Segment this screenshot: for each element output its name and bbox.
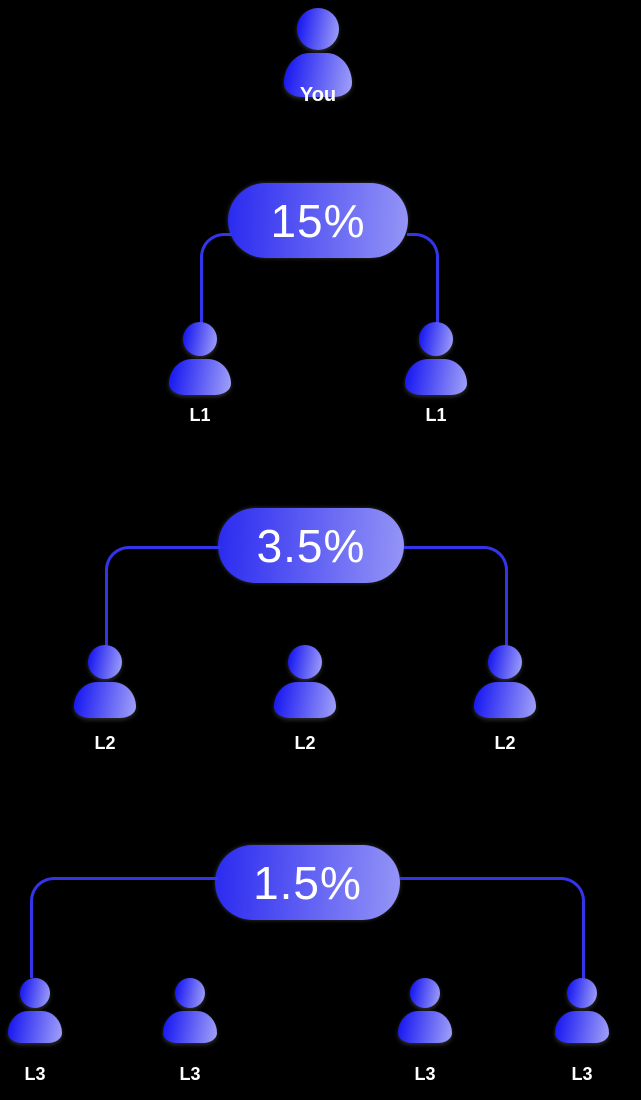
person-icon-l3-4 [555, 978, 609, 1043]
member-label-l3-4: L3 [571, 1064, 593, 1084]
person-icon-l2-3 [474, 645, 536, 718]
person-body [555, 1011, 609, 1043]
person-body [163, 1011, 217, 1043]
person-body [405, 359, 467, 395]
member-label-l3-1: L3 [24, 1064, 46, 1084]
person-body [74, 682, 136, 718]
root-label: You [299, 84, 337, 106]
person-head [419, 322, 453, 356]
person-head [20, 978, 50, 1008]
member-label-l3-3: L3 [414, 1064, 436, 1084]
member-label-l3-2: L3 [179, 1064, 201, 1084]
person-icon-l3-1 [8, 978, 62, 1043]
person-icon-l2-1 [74, 645, 136, 718]
person-head [297, 8, 339, 50]
person-icon-l3-3 [398, 978, 452, 1043]
member-label-l2-1: L2 [94, 733, 116, 753]
person-head [175, 978, 205, 1008]
commission-rate-level-2: 3.5% [256, 519, 366, 572]
member-label-l1-2: L1 [425, 405, 447, 425]
person-body [274, 682, 336, 718]
person-icon-l3-2 [163, 978, 217, 1043]
commission-rate-level-1: 15% [270, 194, 366, 247]
person-head [288, 645, 322, 679]
person-head [488, 645, 522, 679]
person-head [88, 645, 122, 679]
commission-badge-level-3: 1.5% [215, 845, 400, 920]
person-icon-root [284, 8, 352, 97]
member-label-l2-2: L2 [294, 733, 316, 753]
connector-l3-left [30, 877, 218, 978]
commission-badge-level-2: 3.5% [218, 508, 404, 583]
connector-l2-right [404, 546, 508, 648]
connector-l2-left [105, 546, 221, 648]
member-label-l2-3: L2 [494, 733, 516, 753]
person-body [474, 682, 536, 718]
person-icon-l1-2 [405, 322, 467, 395]
commission-rate-level-3: 1.5% [253, 856, 362, 909]
person-body [284, 53, 352, 97]
person-body [8, 1011, 62, 1043]
person-body [398, 1011, 452, 1043]
person-body [169, 359, 231, 395]
commission-badge-level-1: 15% [228, 183, 408, 258]
connector-l1-left [200, 233, 232, 325]
connector-l1-right [407, 233, 439, 325]
person-icon-l2-2 [274, 645, 336, 718]
person-head [410, 978, 440, 1008]
person-head [183, 322, 217, 356]
person-head [567, 978, 597, 1008]
member-label-l1-1: L1 [189, 405, 211, 425]
person-icon-l1-1 [169, 322, 231, 395]
connector-l3-right [400, 877, 585, 978]
